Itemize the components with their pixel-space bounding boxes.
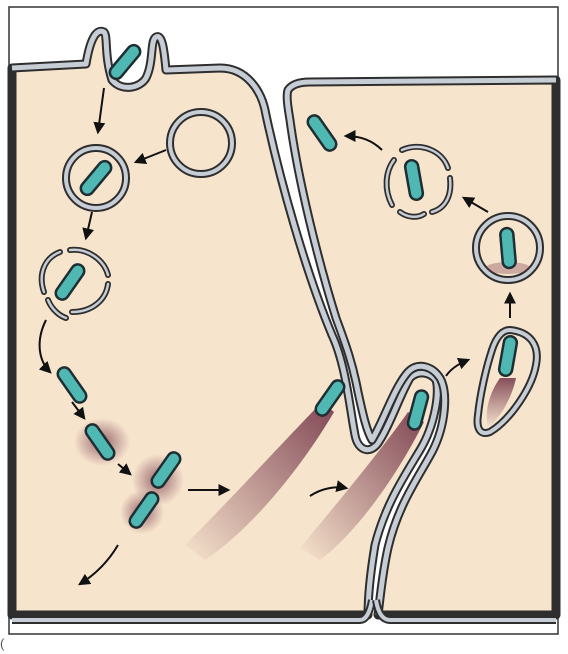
right-cell-membrane-core (284, 77, 557, 616)
bacterium-icon (108, 43, 142, 81)
vacuole-core (64, 146, 128, 210)
protrusion-vacuole-core (475, 327, 539, 435)
ruptured-vacuole-right (383, 143, 454, 220)
arrow-icon (461, 196, 489, 213)
double-membrane-vacuole-core (474, 214, 542, 282)
arrow-icon (117, 463, 132, 476)
arrow-icon (82, 211, 95, 241)
bacterium-icon (497, 334, 519, 378)
bottom-membrane-right-core (374, 599, 556, 622)
bacterium-icon (314, 379, 346, 417)
bacterium-icon (406, 389, 430, 431)
arrow-icon (77, 544, 119, 586)
bacteria-group (54, 43, 519, 529)
right-host-cell (282, 75, 561, 620)
bacterium-icon (128, 491, 160, 529)
arrow-icon (133, 149, 167, 165)
arrow-icon (445, 357, 471, 377)
ruptured-vacuole-left (38, 246, 111, 321)
arrow-icon (38, 319, 52, 374)
protrusion-actin-tail (486, 378, 516, 428)
bacterium-icon (54, 263, 86, 301)
corner-glyph: ( (0, 636, 5, 651)
bacterium-icon (150, 451, 182, 489)
arrow-icon (309, 480, 349, 497)
arrow-icon (93, 87, 106, 135)
actin-tail-protrusion (300, 412, 424, 560)
bacterium-icon (306, 114, 338, 152)
left-cell-membrane-core (11, 28, 440, 616)
bacterium-icon (79, 159, 113, 197)
actin-tail-left (185, 402, 334, 560)
arrow-icon (343, 130, 383, 151)
arrow-icon (71, 401, 86, 420)
bottom-membrane-left-core (12, 599, 374, 622)
bacterium-icon (56, 366, 88, 404)
pathway-arrows (38, 87, 516, 586)
bacterium-icon (84, 423, 116, 461)
bacterium-icon (403, 158, 425, 202)
lysosome-core (168, 110, 234, 176)
bacterium-icon (499, 226, 517, 270)
